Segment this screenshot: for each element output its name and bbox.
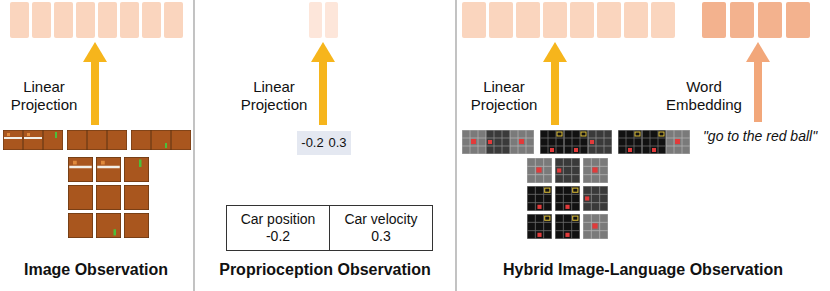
illustration-part (43, 130, 63, 150)
illustration-part (570, 2, 594, 38)
illustration-part (54, 2, 73, 38)
illustration-part (96, 213, 121, 238)
illustration-part (96, 185, 121, 210)
image-patches (3, 130, 191, 238)
illustration-part (540, 130, 564, 154)
illustration-part (91, 60, 99, 125)
illustration-part (786, 2, 810, 38)
illustration-part (543, 2, 567, 38)
operation-label: Linear Projection (5, 78, 83, 114)
illustration-part (311, 42, 335, 62)
illustration-part (164, 2, 183, 38)
illustration-part (107, 130, 127, 150)
illustration-part (486, 130, 510, 154)
illustration-part (527, 214, 552, 239)
illustration-part (583, 214, 608, 239)
operation-label: Linear Projection (235, 78, 313, 114)
illustration-part (543, 42, 567, 62)
value-text: -0.2 (301, 135, 323, 151)
illustration-part (583, 158, 608, 183)
illustration-part (83, 42, 107, 62)
illustration-part (68, 185, 93, 210)
operation-label: Word Embedding (664, 78, 744, 114)
illustration-part (325, 2, 338, 38)
token-row (462, 2, 675, 38)
illustration-part (666, 130, 690, 154)
operation-label: Linear Projection (465, 78, 543, 114)
illustration-part (555, 214, 580, 239)
illustration-part (555, 186, 580, 211)
illustration-part (142, 2, 161, 38)
panel-title: Image Observation (0, 260, 192, 279)
token-row (10, 2, 183, 38)
illustration-part (124, 157, 149, 182)
panel-title: Proprioception Observation (196, 260, 454, 279)
illustration-part (98, 2, 117, 38)
grid-patches (462, 130, 690, 239)
illustration-part (754, 60, 762, 122)
panel-title: Hybrid Image-Language Observation (458, 260, 828, 279)
illustration-part (746, 42, 770, 62)
illustration-part (87, 130, 107, 150)
value-cell: 0.3 (324, 131, 351, 155)
illustration-part (624, 2, 648, 38)
illustration-part (510, 130, 534, 154)
illustration-part (618, 130, 642, 154)
illustration-part (309, 2, 322, 38)
panel-divider (193, 0, 194, 291)
table-cell: Car velocity0.3 (329, 205, 433, 251)
illustration-part (551, 60, 559, 125)
illustration-part (32, 2, 51, 38)
table-cell: Car position-0.2 (226, 205, 330, 251)
illustration-part (564, 130, 588, 154)
illustration-part (68, 213, 93, 238)
cell-text: 0.3 (371, 228, 390, 245)
illustration-part (171, 130, 191, 150)
illustration-part (3, 130, 23, 150)
projection-arrow (83, 42, 567, 125)
illustration-part (702, 2, 726, 38)
illustration-part (76, 2, 95, 38)
word-token-row (702, 2, 810, 38)
illustration-part (555, 158, 580, 183)
illustration-part (588, 130, 612, 154)
embedding-arrow (746, 42, 770, 122)
instruction-text: "go to the red ball" (694, 128, 826, 145)
illustration-part (120, 2, 139, 38)
cell-text: Car velocity (344, 211, 417, 228)
token-row (309, 2, 338, 38)
illustration-part (124, 213, 149, 238)
illustration-part (489, 2, 513, 38)
illustration-part (758, 2, 782, 38)
illustration-part (23, 130, 43, 150)
illustration-part (527, 158, 552, 183)
illustration-part (642, 130, 666, 154)
illustration-part (527, 186, 552, 211)
illustration-part (597, 2, 621, 38)
illustration-part (730, 2, 754, 38)
illustration-part (516, 2, 540, 38)
illustration-part (151, 130, 171, 150)
cell-text: Car position (241, 211, 316, 228)
cell-text: -0.2 (266, 228, 290, 245)
illustration-part (68, 157, 93, 182)
illustration-part (67, 130, 87, 150)
illustration-part (10, 2, 29, 38)
panel-divider (455, 0, 456, 291)
illustration-part (96, 157, 121, 182)
illustration-part (462, 130, 486, 154)
illustration-part (462, 2, 486, 38)
value-text: 0.3 (328, 135, 346, 151)
illustration-part (131, 130, 151, 150)
illustration-part (583, 186, 608, 211)
illustration-part (124, 185, 149, 210)
illustration-part (651, 2, 675, 38)
illustration-part (319, 60, 327, 125)
